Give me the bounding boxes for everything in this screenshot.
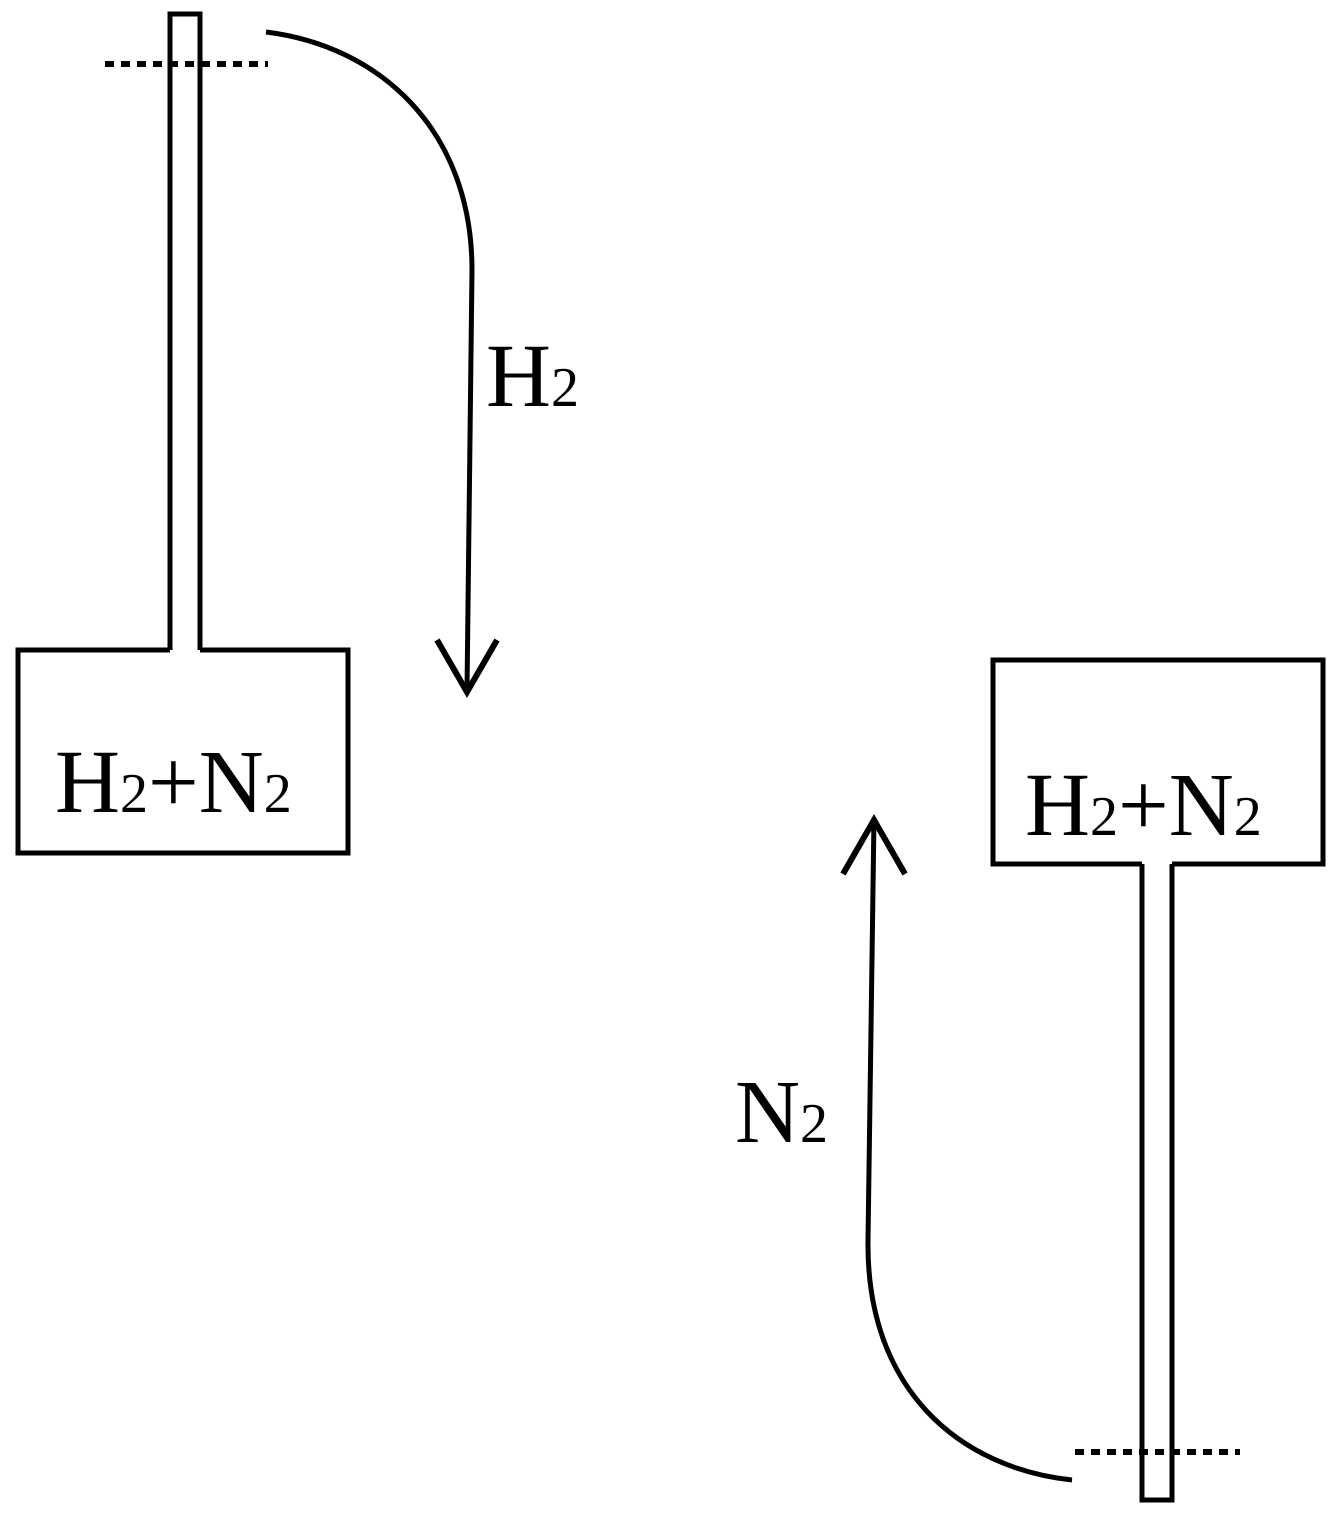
right-arrowhead: [840, 813, 908, 876]
left-flow-arrow: [265, 29, 475, 691]
left-box-label: H2+N2: [55, 733, 292, 832]
right-apparatus: H2+N2 N2: [735, 657, 1326, 1503]
left-arrowhead: [434, 638, 500, 699]
left-flow-label: H2: [486, 327, 579, 426]
right-flow-label: N2: [735, 1063, 828, 1162]
right-box: [990, 657, 1326, 867]
right-box-label: H2+N2: [1025, 756, 1262, 855]
left-apparatus: H2+N2 H2: [15, 11, 579, 856]
left-tube: [167, 11, 203, 650]
right-flow-arrow: [865, 817, 1073, 1483]
right-tube: [1139, 864, 1175, 1503]
left-box: [15, 647, 351, 856]
